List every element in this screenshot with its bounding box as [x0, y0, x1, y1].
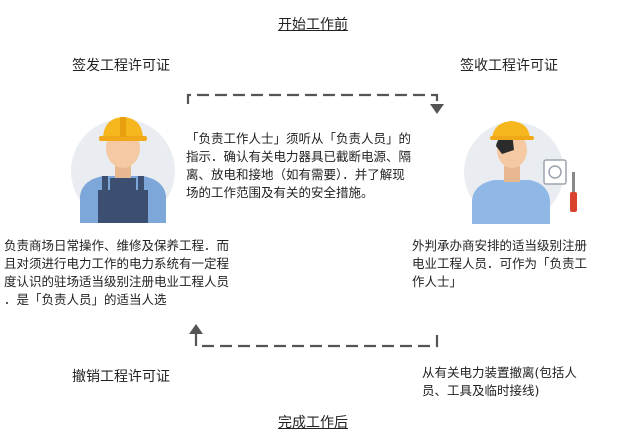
left-text-line: 且对须进行电力工作的电力系统有一定程 [4, 256, 230, 271]
center-text-line: 离、放电和接地（如有需要）．并了解现 [186, 167, 405, 182]
center-text-line: 场的工作范围及有关的安全措施。 [186, 185, 374, 200]
center-text-line: 「负责工作人士」须听从「负责人员」的 [186, 131, 412, 146]
supervisor-worker-illustration [71, 117, 175, 223]
top-flow-line [186, 93, 439, 104]
withdrawal-description: 从有关电力装置撤离(包括人 员、工具及临时接线) [422, 364, 577, 400]
step-cancel-permit: 撤销工程许可证 [72, 369, 170, 385]
contractor-worker-illustration [464, 121, 577, 224]
center-text-line: 指示．确认有关电力器具已截断电源、隔 [186, 149, 412, 164]
end-title: 完成工作后 [278, 415, 348, 431]
responsible-person-description: 负责商场日常操作、维修及保养工程．而 且对须进行电力工作的电力系统有一定程 度认… [4, 237, 229, 309]
left-text-line: ．是「负责人员」的适当人选 [4, 292, 167, 307]
left-text-line: 负责商场日常操作、维修及保养工程．而 [4, 238, 230, 253]
contractor-description: 外判承办商安排的适当级别注册 电业工程人员．可作为「负责工 作人士」 [412, 237, 587, 291]
withdrawal-text-line: 从有关电力装置撤离(包括人 [422, 365, 577, 380]
step-receive-permit: 签收工程许可证 [460, 58, 558, 74]
top-arrowhead [430, 104, 444, 114]
bottom-arrowhead [189, 324, 203, 334]
right-text-line: 外判承办商安排的适当级别注册 [412, 238, 588, 253]
left-text-line: 度认识的驻场适当级别注册电业工程人员 [4, 274, 230, 289]
right-text-line: 作人士」 [412, 274, 463, 289]
start-title: 开始工作前 [278, 17, 348, 33]
right-text-line: 电业工程人员．可作为「负责工 [412, 256, 588, 271]
bottom-flow-line [194, 330, 439, 348]
withdrawal-text-line: 员、工具及临时接线) [422, 383, 540, 398]
step-issue-permit: 签发工程许可证 [72, 58, 170, 74]
responsible-worker-instruction: 「负责工作人士」须听从「负责人员」的 指示．确认有关电力器具已截断电源、隔 离、… [186, 130, 411, 202]
